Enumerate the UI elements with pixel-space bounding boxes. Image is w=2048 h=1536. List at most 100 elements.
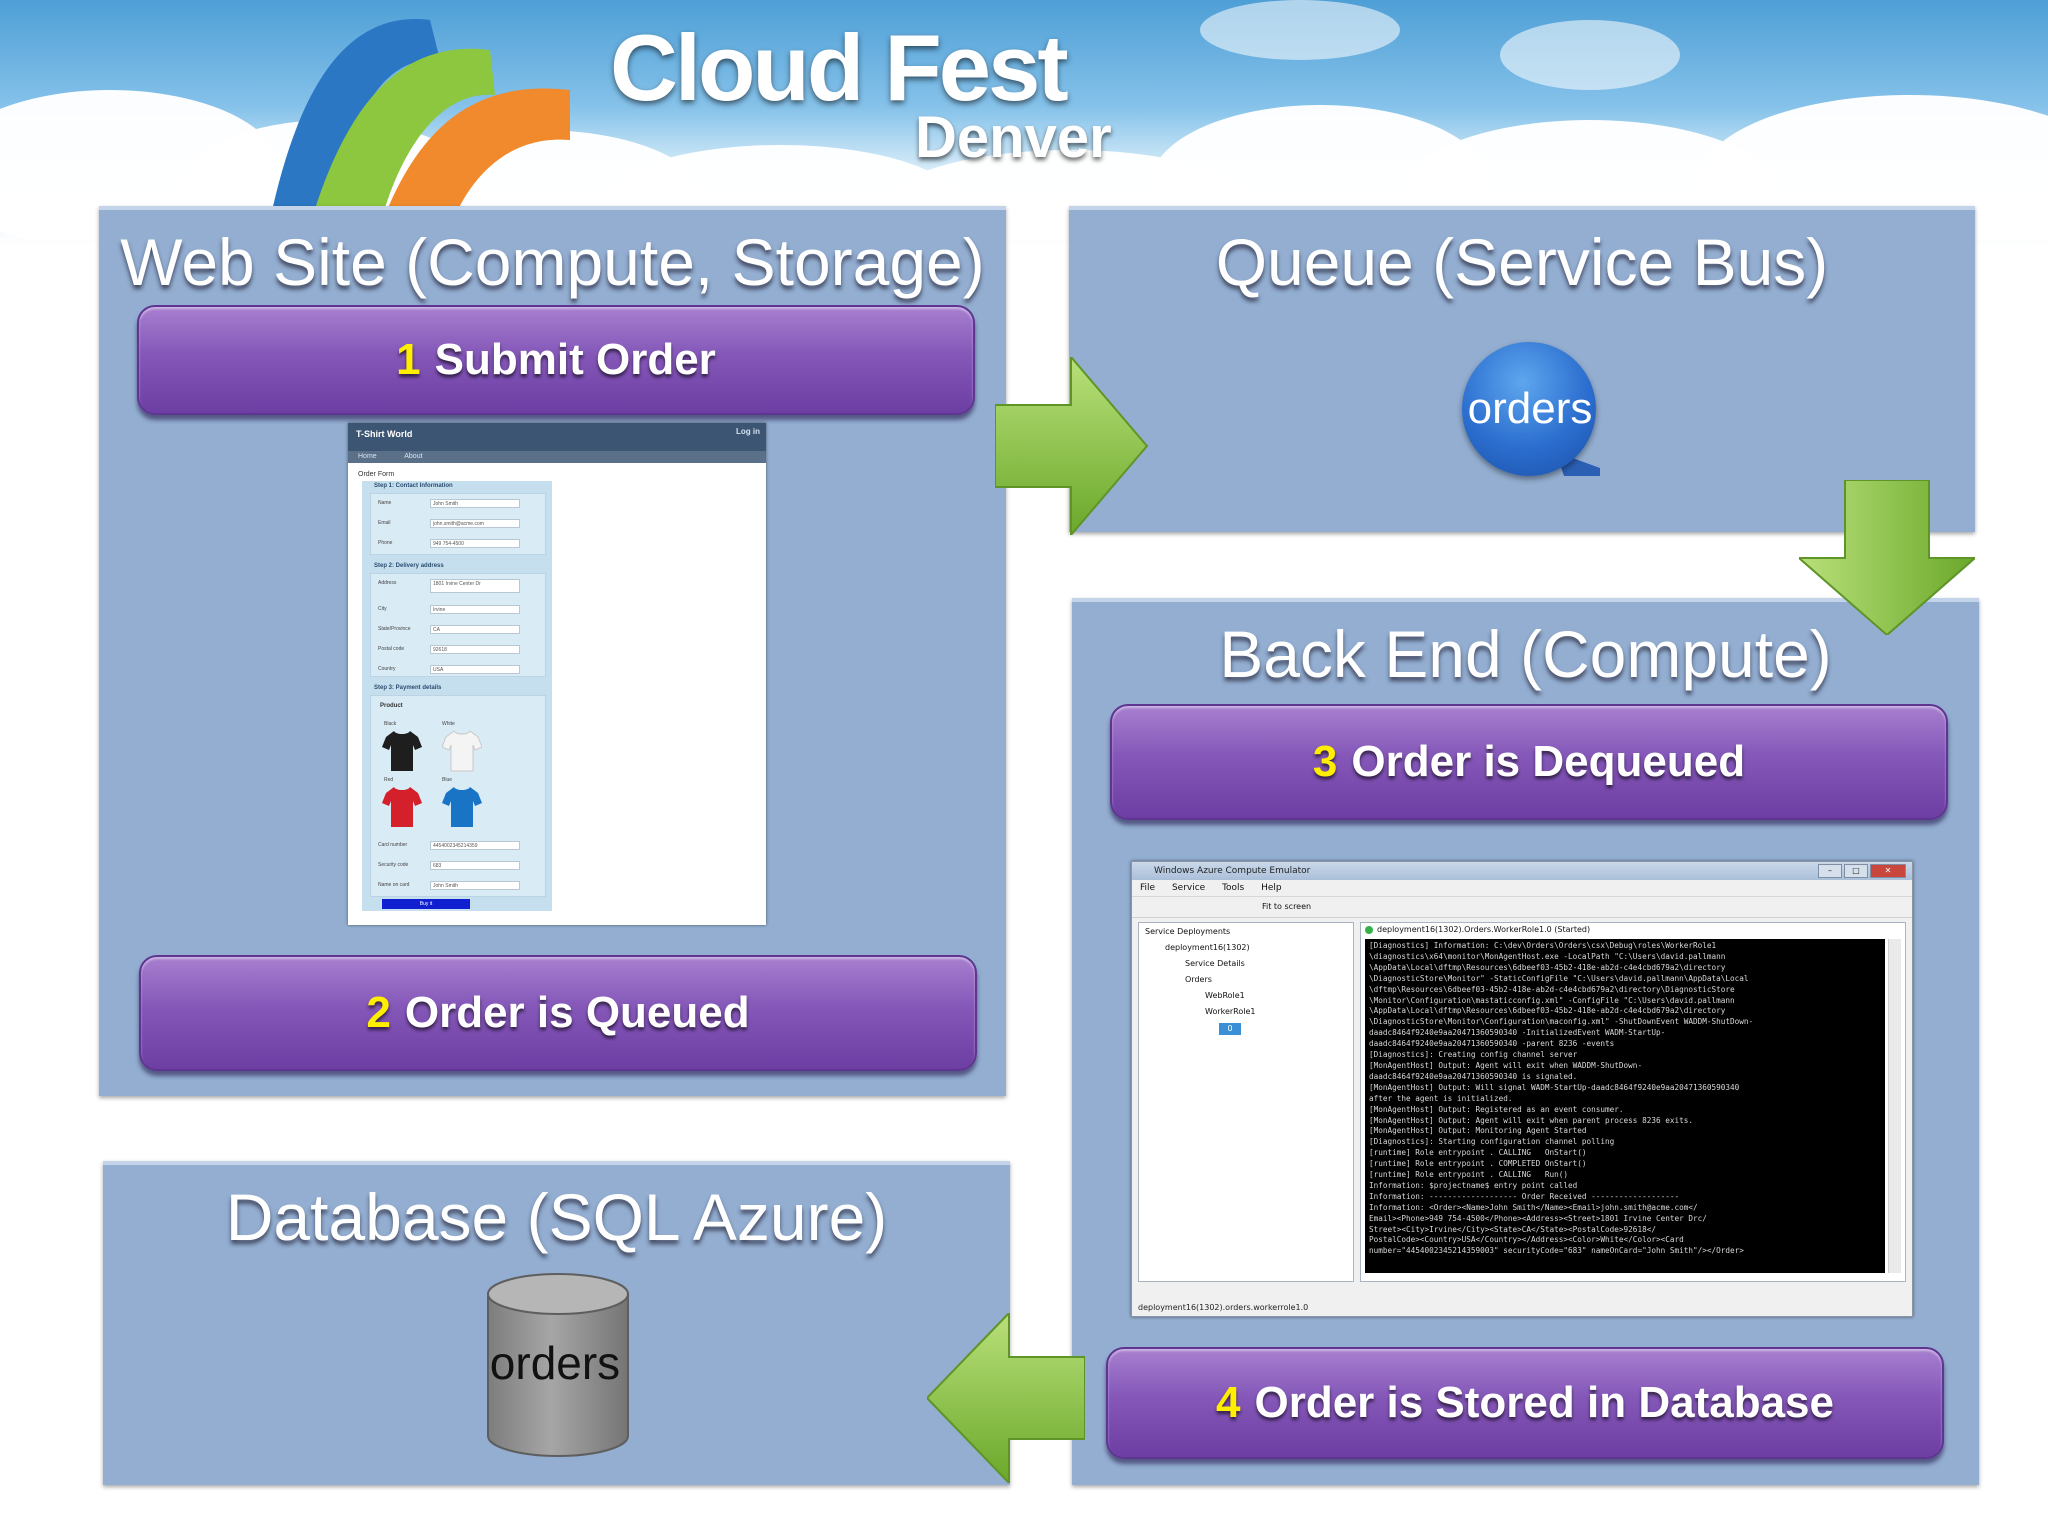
step-label: Submit Order bbox=[434, 335, 716, 384]
postal-field: Postal code 92618 bbox=[376, 645, 542, 655]
queue-orders-icon: orders bbox=[1460, 340, 1610, 480]
console-line: daadc8464f9240e9aa20471360590340 -Initia… bbox=[1369, 1028, 1666, 1038]
color-label: Blue bbox=[442, 777, 453, 783]
tshirt-red-icon[interactable] bbox=[382, 785, 422, 829]
step-number: 1 bbox=[396, 335, 421, 384]
emulator-title: Windows Azure Compute Emulator bbox=[1154, 866, 1311, 876]
console-line: daadc8464f9240e9aa20471360590340 -parent… bbox=[1369, 1039, 1615, 1049]
emulator-title-bar: Windows Azure Compute Emulator – □ ✕ bbox=[1132, 862, 1912, 880]
console-scrollbar[interactable] bbox=[1888, 939, 1901, 1273]
section-contact: Step 1: Contact Information bbox=[374, 483, 453, 489]
menu-help[interactable]: Help bbox=[1261, 883, 1282, 893]
field-label: Name bbox=[378, 500, 392, 506]
panel-database-title: Database (SQL Azure) bbox=[225, 1180, 888, 1254]
state-input[interactable]: CA bbox=[430, 625, 520, 634]
instance-header: deployment16(1302).Orders.WorkerRole1.0 … bbox=[1361, 923, 1905, 937]
tshirt-black-icon[interactable] bbox=[382, 729, 422, 773]
security-code-input[interactable]: 683 bbox=[430, 861, 520, 870]
arrow-right-icon bbox=[995, 357, 1149, 535]
panel-web-site-title: Web Site (Compute, Storage) bbox=[120, 225, 985, 299]
name-on-card-input[interactable]: John Smith bbox=[430, 881, 520, 890]
arrow-down-icon bbox=[1799, 480, 1975, 635]
console-line: daadc8464f9240e9aa20471360590340 is sign… bbox=[1369, 1071, 1578, 1081]
security-code-field: Security code 683 bbox=[376, 861, 542, 871]
section-payment: Step 3: Payment details bbox=[374, 685, 442, 691]
buy-button[interactable]: Buy it bbox=[382, 899, 470, 909]
field-label: Security code bbox=[378, 862, 409, 868]
tree-service-deployments[interactable]: Service Deployments bbox=[1145, 927, 1231, 936]
console-line: \diagnostics\x64\monitor\MonAgentHost.ex… bbox=[1369, 951, 1726, 961]
console-line: after the agent is initialized. bbox=[1369, 1093, 1513, 1103]
console-line: Street><City>Irvine</City><State>CA</Sta… bbox=[1369, 1224, 1656, 1234]
step-order-queued: 2 Order is Queued bbox=[139, 955, 977, 1071]
tshirt-white-icon[interactable] bbox=[442, 729, 482, 773]
maximize-icon[interactable]: □ bbox=[1844, 864, 1868, 878]
site-title: T-Shirt World bbox=[356, 429, 413, 439]
tshirt-blue-icon[interactable] bbox=[442, 785, 482, 829]
tree-service-details[interactable]: Service Details bbox=[1185, 959, 1245, 968]
deployment-tree: Service Deployments deployment16(1302) S… bbox=[1138, 922, 1354, 1282]
field-label: Postal code bbox=[378, 646, 405, 652]
console-line: [MonAgentHost] Output: Will signal WADM-… bbox=[1369, 1082, 1740, 1092]
city-input[interactable]: Irvine bbox=[430, 605, 520, 614]
brand-title: Cloud Fest bbox=[610, 15, 1069, 120]
console-line: [MonAgentHost] Output: Registered as an … bbox=[1369, 1104, 1624, 1114]
instance-log-pane: deployment16(1302).Orders.WorkerRole1.0 … bbox=[1360, 922, 1906, 1282]
console-line: [MonAgentHost] Output: Agent will exit w… bbox=[1369, 1060, 1643, 1070]
field-label: Name on card bbox=[378, 882, 410, 888]
color-label: Red bbox=[384, 777, 394, 783]
product-label: Product bbox=[380, 703, 403, 709]
step-number: 2 bbox=[366, 988, 391, 1037]
emulator-status-bar: deployment16(1302).orders.workerrole1.0 bbox=[1138, 1303, 1309, 1312]
fit-to-screen-button[interactable]: Fit to screen bbox=[1262, 902, 1312, 911]
site-header: T-Shirt World Log in bbox=[348, 423, 766, 451]
name-field: Name John Smith bbox=[376, 499, 542, 509]
arrow-left-icon bbox=[927, 1313, 1085, 1483]
tree-instance-0[interactable]: 0 bbox=[1219, 1023, 1241, 1035]
console-line: [runtime] Role entrypoint . CALLING OnSt… bbox=[1369, 1148, 1587, 1158]
name-input[interactable]: John Smith bbox=[430, 499, 520, 508]
menu-service[interactable]: Service bbox=[1171, 883, 1206, 893]
tree-deployment[interactable]: deployment16(1302) bbox=[1165, 943, 1250, 952]
console-output: [Diagnostics] Information: C:\dev\Orders… bbox=[1365, 939, 1885, 1273]
menu-tools[interactable]: Tools bbox=[1222, 883, 1245, 893]
postal-input[interactable]: 92618 bbox=[430, 645, 520, 654]
console-line: [Diagnostics]: Starting configuration ch… bbox=[1369, 1137, 1615, 1147]
console-line: Information: <Order><Name>John Smith</Na… bbox=[1369, 1202, 1698, 1212]
tree-orders[interactable]: Orders bbox=[1185, 975, 1212, 984]
step-number: 3 bbox=[1312, 737, 1338, 786]
nav-about[interactable]: About bbox=[404, 453, 423, 460]
email-field: Email john.smith@acme.com bbox=[376, 519, 542, 529]
color-label: Black bbox=[384, 721, 397, 727]
field-label: Email bbox=[378, 520, 391, 526]
field-label: Address bbox=[378, 580, 397, 586]
window-controls: – □ ✕ bbox=[1818, 864, 1906, 878]
console-line: [MonAgentHost] Output: Monitoring Agent … bbox=[1369, 1126, 1587, 1136]
console-line: [MonAgentHost] Output: Agent will exit w… bbox=[1369, 1115, 1693, 1125]
step-submit-order: 1 Submit Order bbox=[137, 305, 975, 415]
console-line: PostalCode><Country>USA</Country></Addre… bbox=[1369, 1235, 1684, 1245]
phone-input[interactable]: 949 754-4500 bbox=[430, 539, 520, 548]
web-order-form-screenshot: T-Shirt World Log in Home About Order Fo… bbox=[348, 423, 766, 925]
card-number-input[interactable]: 4454002345214359 bbox=[430, 841, 520, 850]
country-input[interactable]: USA bbox=[430, 665, 520, 674]
login-link[interactable]: Log in bbox=[736, 427, 760, 436]
nav-home[interactable]: Home bbox=[358, 453, 377, 460]
brand-subtitle: Denver bbox=[915, 105, 1112, 170]
tree-webrole[interactable]: WebRole1 bbox=[1205, 991, 1245, 1000]
menu-file[interactable]: File bbox=[1140, 883, 1156, 893]
email-input[interactable]: john.smith@acme.com bbox=[430, 519, 520, 528]
database-label: orders bbox=[489, 1337, 621, 1389]
minimize-icon[interactable]: – bbox=[1818, 864, 1842, 878]
close-icon[interactable]: ✕ bbox=[1870, 864, 1906, 878]
step-order-stored: 4 Order is Stored in Database bbox=[1106, 1347, 1944, 1459]
address-input[interactable]: 1801 Irvine Center Dr bbox=[430, 579, 520, 593]
tree-workerrole[interactable]: WorkerRole1 bbox=[1205, 1007, 1256, 1016]
step-label: Order is Queued bbox=[404, 988, 750, 1037]
